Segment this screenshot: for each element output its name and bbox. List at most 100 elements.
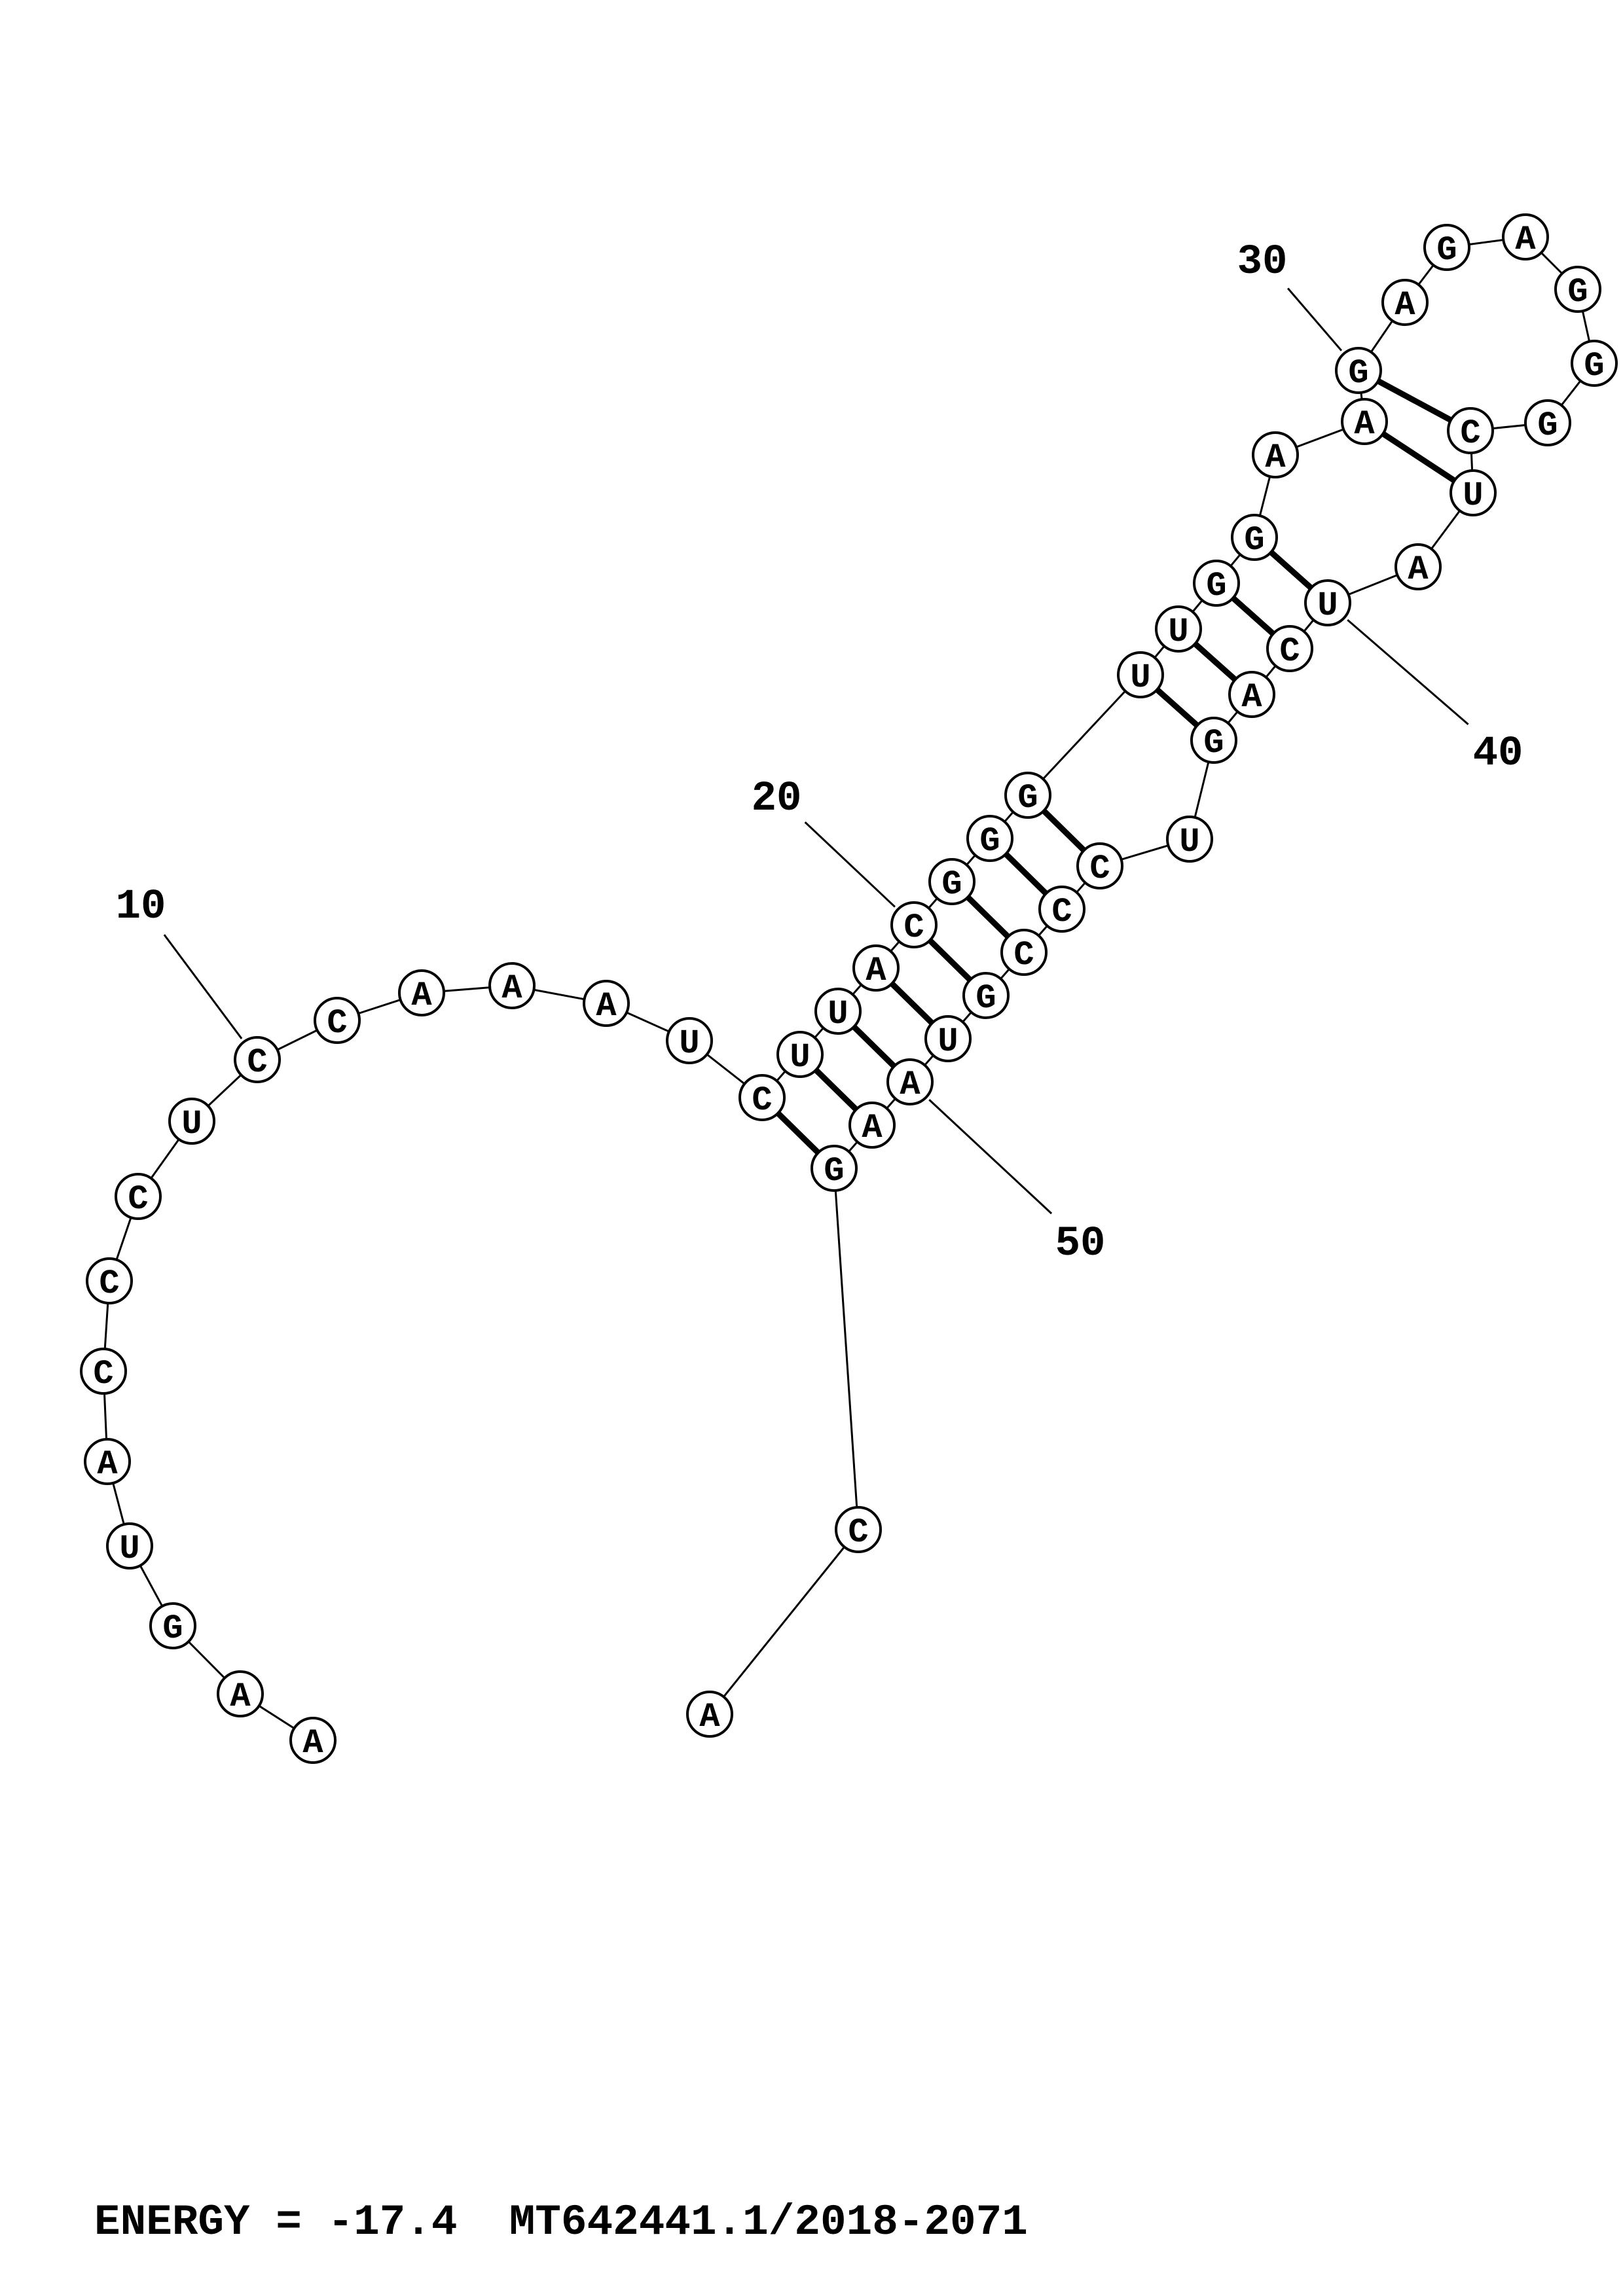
nucleotide: C bbox=[86, 1257, 133, 1304]
nucleotide: G bbox=[1571, 340, 1618, 387]
nucleotide-circle bbox=[314, 997, 361, 1044]
nucleotide: U bbox=[1450, 469, 1497, 516]
nucleotide-circle bbox=[835, 1506, 882, 1553]
label-leader-line bbox=[1347, 619, 1469, 725]
nucleotide-circle bbox=[106, 1522, 153, 1570]
nucleotide-circle bbox=[848, 1102, 896, 1149]
nucleotide-base: C bbox=[848, 1513, 868, 1552]
nucleotide: G bbox=[1423, 224, 1470, 271]
nucleotide-circle bbox=[1450, 469, 1497, 516]
backbone-segment bbox=[833, 1168, 860, 1530]
nucleotide: A bbox=[686, 1691, 733, 1738]
nucleotide-base: U bbox=[828, 995, 848, 1033]
nucleotide-base: U bbox=[938, 1022, 958, 1061]
nucleotide-circle bbox=[1571, 340, 1618, 387]
nucleotide-circle bbox=[966, 815, 1013, 862]
nucleotide: C bbox=[1038, 886, 1085, 933]
nucleotide: C bbox=[1076, 842, 1123, 889]
nucleotide-circle bbox=[1341, 398, 1388, 445]
position-label: 30 bbox=[1237, 239, 1288, 286]
nucleotide-circle bbox=[1231, 514, 1278, 561]
nucleotide: A bbox=[886, 1058, 934, 1105]
nucleotide-base: C bbox=[128, 1180, 148, 1219]
nucleotide-base: G bbox=[979, 822, 1000, 861]
nucleotide-base: A bbox=[302, 1724, 323, 1763]
nucleotide-base: A bbox=[1515, 221, 1536, 259]
nucleotide: A bbox=[217, 1670, 264, 1717]
nucleotide-circle bbox=[739, 1074, 786, 1121]
nucleotide: U bbox=[1155, 605, 1202, 653]
nucleotide: G bbox=[1554, 266, 1601, 313]
nucleotide: G bbox=[928, 858, 976, 905]
nucleotide: U bbox=[1304, 579, 1351, 626]
nucleotide-circle bbox=[1076, 842, 1123, 889]
nucleotide: U bbox=[106, 1522, 153, 1570]
nucleotide-base: G bbox=[1537, 406, 1558, 445]
nucleotide-base: U bbox=[1168, 613, 1188, 651]
nucleotide-circle bbox=[852, 944, 900, 992]
nucleotide-base: G bbox=[162, 1609, 183, 1648]
nucleotide-circle bbox=[289, 1717, 337, 1764]
nucleotide-circle bbox=[1423, 224, 1470, 271]
position-label: 10 bbox=[116, 884, 166, 931]
nucleotide-base: C bbox=[1279, 632, 1300, 671]
nucleotide-base: G bbox=[1567, 273, 1588, 312]
nucleotide-base: A bbox=[97, 1445, 118, 1484]
label-leader-line bbox=[1286, 287, 1343, 351]
nucleotide: A bbox=[1341, 398, 1388, 445]
backbone-segment bbox=[1027, 673, 1142, 797]
nucleotide: A bbox=[488, 962, 536, 1009]
nucleotide-circle bbox=[1524, 399, 1571, 446]
nucleotide-circle bbox=[962, 972, 1010, 1019]
nucleotide-base: A bbox=[1408, 550, 1429, 589]
nucleotide: C bbox=[1447, 407, 1494, 454]
label-leader-line bbox=[163, 934, 243, 1039]
nucleotide: A bbox=[1502, 213, 1549, 260]
nucleotide-base: A bbox=[866, 952, 886, 990]
nucleotide: U bbox=[776, 1031, 824, 1078]
nucleotide-base: A bbox=[699, 1698, 720, 1736]
nucleotide-circle bbox=[1266, 625, 1313, 672]
nucleotide-circle bbox=[84, 1438, 131, 1485]
nucleotide-circle bbox=[1502, 213, 1549, 260]
nucleotide-circle bbox=[1166, 816, 1213, 863]
nucleotide-base: U bbox=[679, 1024, 699, 1063]
position-label: 50 bbox=[1055, 1221, 1106, 1268]
nucleotide-circle bbox=[86, 1257, 133, 1304]
nucleotide: A bbox=[1395, 543, 1442, 590]
nucleotide: U bbox=[924, 1015, 972, 1062]
nucleotide-base: C bbox=[752, 1081, 772, 1120]
nucleotide-circle bbox=[583, 980, 630, 1027]
nucleotide: G bbox=[1190, 717, 1237, 764]
nucleotide-circle bbox=[234, 1036, 281, 1083]
nucleotide-circle bbox=[217, 1670, 264, 1717]
nucleotide-circle bbox=[924, 1015, 972, 1062]
nucleotide: A bbox=[1381, 279, 1429, 326]
nucleotide: A bbox=[1228, 671, 1275, 718]
nucleotide-circle bbox=[1190, 717, 1237, 764]
nucleotide: A bbox=[848, 1102, 896, 1149]
nucleotide-circle bbox=[811, 1145, 858, 1192]
nucleotide-circle bbox=[1155, 605, 1202, 653]
nucleotide-base: A bbox=[501, 969, 522, 1008]
nucleotide: C bbox=[1000, 929, 1048, 976]
nucleotide: A bbox=[289, 1717, 337, 1764]
label-leader-line bbox=[928, 1099, 1053, 1215]
nucleotide-base: C bbox=[1089, 850, 1110, 888]
nucleotide: G bbox=[1004, 772, 1051, 819]
nucleotide: A bbox=[1252, 431, 1299, 478]
nucleotide: A bbox=[84, 1438, 131, 1485]
position-label: 40 bbox=[1473, 730, 1523, 778]
nucleotide: U bbox=[814, 988, 862, 1035]
nucleotide-base: G bbox=[941, 865, 962, 904]
nucleotide-base: A bbox=[230, 1677, 251, 1716]
nucleotide: G bbox=[1335, 347, 1382, 394]
nucleotide-base: A bbox=[1241, 678, 1262, 717]
nucleotide-base: A bbox=[596, 987, 617, 1026]
label-leader-line bbox=[804, 821, 896, 908]
nucleotide: G bbox=[1193, 560, 1240, 607]
nucleotide-base: U bbox=[1179, 823, 1199, 861]
nucleotide: C bbox=[314, 997, 361, 1044]
